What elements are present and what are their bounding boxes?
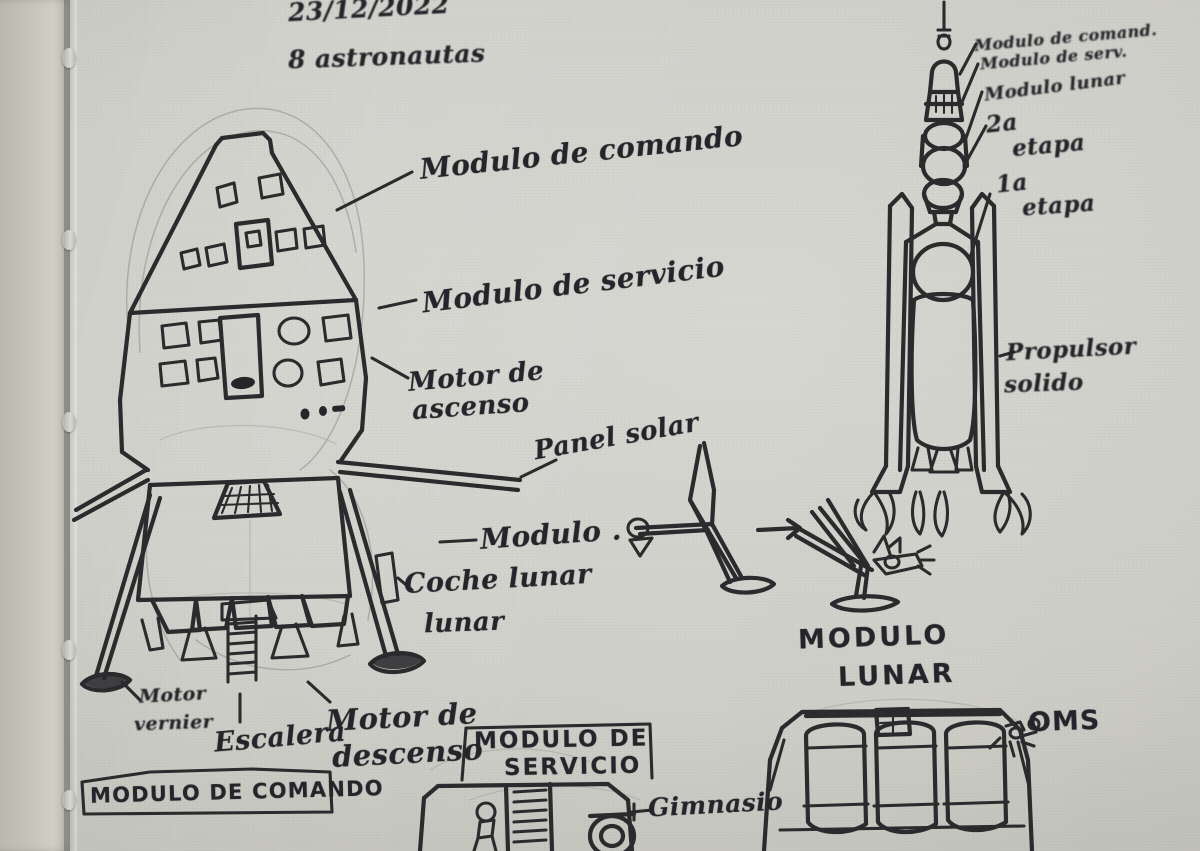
label-rocket-primera-etapa-line2: etapa [1021,189,1097,222]
solid-rocket-booster-left [872,194,912,492]
leader-module-lunar [440,540,476,542]
rocket-exhaust-flames [855,492,1030,536]
heading-modulo-lunar-line1: MODULO [797,619,950,656]
label-oms: OMS [1027,704,1101,739]
habitat-tank-bands [804,746,1008,806]
label-motor-vernier-line1: Motor [138,682,207,708]
rcs-thruster-dots [300,405,346,420]
vehicle-wheel-assembly [590,814,634,851]
spiral-binding-ring [62,412,76,432]
docking-hatch [236,220,272,268]
label-motor-vernier-line2: vernier [133,710,214,736]
vehicle-ladder [514,790,546,842]
box-modulo-de-servicio [462,724,652,780]
descent-stage-top-hatch [214,481,280,518]
leader-service-module [379,300,416,308]
leader-command-module [337,172,412,210]
sequence-lander-1 [636,443,774,593]
cropped-bottom-note [149,830,159,851]
rocket-lunar-module-bay [921,123,967,184]
leader-solar-panel [521,460,556,477]
oms-thruster-cluster [990,719,1039,756]
landing-pad-fill [84,654,421,689]
label-propulsor-solido-line2: solido [1003,368,1085,399]
descent-stage-hatch-grid [220,485,278,513]
habitat-struts [770,740,1030,830]
boxed-label-modulo-de-servicio-line2: SERVICIO [503,752,642,782]
leader-rocket-first-stage [970,194,990,258]
spiral-binding-ring [62,790,76,810]
descent-engine-skirt [152,596,348,632]
sequence-lander-2 [796,500,898,611]
leader-rocket-service [962,64,978,102]
spiral-binding-ring [62,230,76,250]
leader-gimnasio [632,804,652,820]
leader-descent-engine [308,682,330,702]
rocket-engine-nozzles [912,448,972,472]
rocket-second-stage [924,180,962,224]
vernier-nozzle-group [142,614,358,660]
astronaut-figure [474,803,496,851]
leader-ascent-engine [372,358,408,378]
leader-rocket-command [960,44,976,74]
spiral-binding-ring [62,48,76,68]
ladder [222,600,276,682]
forward-hatch [220,315,262,398]
service-module-detail [936,95,952,113]
boxed-label-modulo-de-servicio-line1: MODULO DE [473,725,649,755]
leader-vernier-engine [122,682,140,700]
habitat-top-hatch-grid [880,710,906,734]
launch-escape-tower [938,2,950,49]
label-modulo-lunar-line2: lunar [423,606,505,640]
leader-rocket-lunar [966,92,982,138]
hatch-shadow [231,376,255,390]
landing-leg-left [82,495,160,690]
landing-leg-right [340,490,424,672]
rocket-command-module [930,62,958,93]
habitat-top-hatch [876,709,910,735]
leader-rocket-second-stage [964,126,986,166]
leader-lunar-rover [398,578,412,590]
sequence-lander-1-head [628,519,652,556]
ascent-stage-window-group [181,174,325,269]
solar-panel-arms [74,462,520,520]
box-modulo-de-comando [82,769,332,814]
notebook-gutter [0,0,70,851]
heading-modulo-lunar-line2: LUNAR [837,657,956,694]
lunar-rover-bay [376,553,398,603]
docking-hatch-inner [246,231,261,247]
crew-compartment-body [120,300,366,470]
leader-rocket-booster [1000,352,1014,356]
sequence-rover [874,536,934,574]
spiral-binding-ring [62,640,76,660]
